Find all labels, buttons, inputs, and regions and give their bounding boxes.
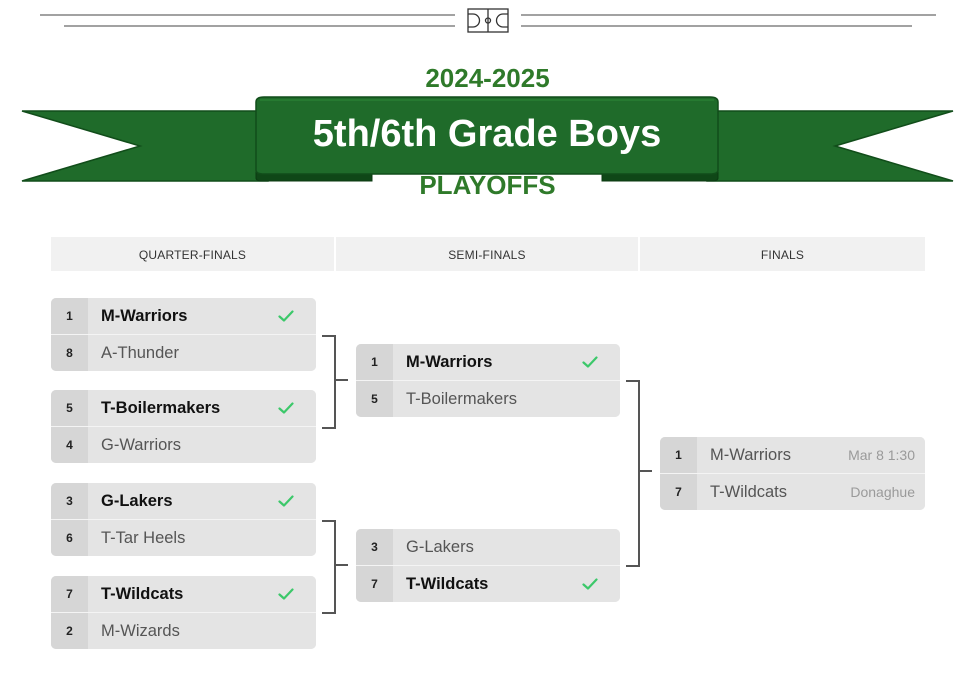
checkmark-icon: [582, 578, 598, 590]
title-banner: [21, 96, 954, 182]
team-row[interactable]: 5 T-Boilermakers: [356, 380, 620, 417]
qf-matchup-2[interactable]: 5 T-Boilermakers 4 G-Warriors: [51, 390, 316, 463]
team-row[interactable]: 6 T-Tar Heels: [51, 519, 316, 556]
seed-badge: 1: [51, 298, 88, 334]
team-name: M-Wizards: [101, 621, 180, 640]
team-row[interactable]: 3 G-Lakers: [51, 483, 316, 519]
bracket-connector: [336, 564, 348, 566]
bracket-connector: [336, 379, 348, 381]
seed-badge: 3: [51, 483, 88, 519]
sf-matchup-1[interactable]: 1 M-Warriors 5 T-Boilermakers: [356, 344, 620, 417]
team-row[interactable]: 8 A-Thunder: [51, 334, 316, 371]
team-name: M-Warriors: [101, 306, 188, 325]
team-name: M-Warriors: [406, 352, 493, 371]
game-time: Mar 8 1:30: [848, 447, 915, 463]
seed-badge: 2: [51, 613, 88, 649]
qf-matchup-3[interactable]: 3 G-Lakers 6 T-Tar Heels: [51, 483, 316, 556]
team-name: T-Wildcats: [406, 574, 489, 593]
playoffs-label: PLAYOFFS: [419, 170, 556, 200]
team-name: M-Warriors: [710, 445, 791, 464]
game-location: Donaghue: [850, 484, 915, 500]
team-row[interactable]: 5 T-Boilermakers: [51, 390, 316, 426]
seed-badge: 6: [51, 520, 88, 556]
team-name: T-Wildcats: [101, 584, 184, 603]
finals-matchup[interactable]: 1 M-Warriors Mar 8 1:30 7 T-Wildcats Don…: [660, 437, 925, 510]
bracket-connector: [322, 335, 336, 429]
team-row[interactable]: 4 G-Warriors: [51, 426, 316, 463]
banner-title: 5th/6th Grade Boys: [312, 113, 662, 155]
seed-badge: 8: [51, 335, 88, 371]
bracket-connector: [640, 470, 652, 472]
team-row[interactable]: 7 T-Wildcats: [51, 576, 316, 612]
team-name: G-Lakers: [406, 537, 474, 556]
seed-badge: 1: [356, 344, 393, 380]
team-row[interactable]: 7 T-Wildcats: [356, 565, 620, 602]
team-name: G-Lakers: [101, 491, 173, 510]
seed-badge: 7: [356, 566, 393, 602]
team-row[interactable]: 2 M-Wizards: [51, 612, 316, 649]
team-row[interactable]: 1 M-Warriors: [51, 298, 316, 334]
round-header-quarterfinals: QUARTER-FINALS: [51, 237, 334, 271]
round-header-finals: FINALS: [640, 237, 925, 271]
round-header-semifinals: SEMI-FINALS: [336, 237, 638, 271]
team-name: T-Boilermakers: [406, 389, 517, 408]
team-name: T-Tar Heels: [101, 528, 186, 547]
seed-badge: 7: [51, 576, 88, 612]
checkmark-icon: [278, 495, 294, 507]
seed-badge: 5: [356, 381, 393, 417]
season-label: 2024-2025: [425, 63, 550, 93]
team-row[interactable]: 3 G-Lakers: [356, 529, 620, 565]
team-name: G-Warriors: [101, 435, 182, 454]
seed-badge: 1: [660, 437, 697, 473]
seed-badge: 3: [356, 529, 393, 565]
bracket-connector: [626, 380, 640, 567]
team-name: T-Wildcats: [710, 482, 788, 501]
team-row[interactable]: 1 M-Warriors: [356, 344, 620, 380]
checkmark-icon: [582, 356, 598, 368]
checkmark-icon: [278, 310, 294, 322]
checkmark-icon: [278, 402, 294, 414]
team-row[interactable]: 7 T-Wildcats Donaghue: [660, 473, 925, 510]
bracket-connector: [322, 520, 336, 614]
sf-matchup-2[interactable]: 3 G-Lakers 7 T-Wildcats: [356, 529, 620, 602]
seed-badge: 5: [51, 390, 88, 426]
checkmark-icon: [278, 588, 294, 600]
team-name: A-Thunder: [101, 343, 179, 362]
qf-matchup-1[interactable]: 1 M-Warriors 8 A-Thunder: [51, 298, 316, 371]
qf-matchup-4[interactable]: 7 T-Wildcats 2 M-Wizards: [51, 576, 316, 649]
basketball-court-icon: [467, 8, 509, 33]
team-name: T-Boilermakers: [101, 398, 221, 417]
team-row[interactable]: 1 M-Warriors Mar 8 1:30: [660, 437, 925, 473]
header-ornament: [40, 8, 936, 33]
seed-badge: 7: [660, 474, 697, 510]
seed-badge: 4: [51, 427, 88, 463]
